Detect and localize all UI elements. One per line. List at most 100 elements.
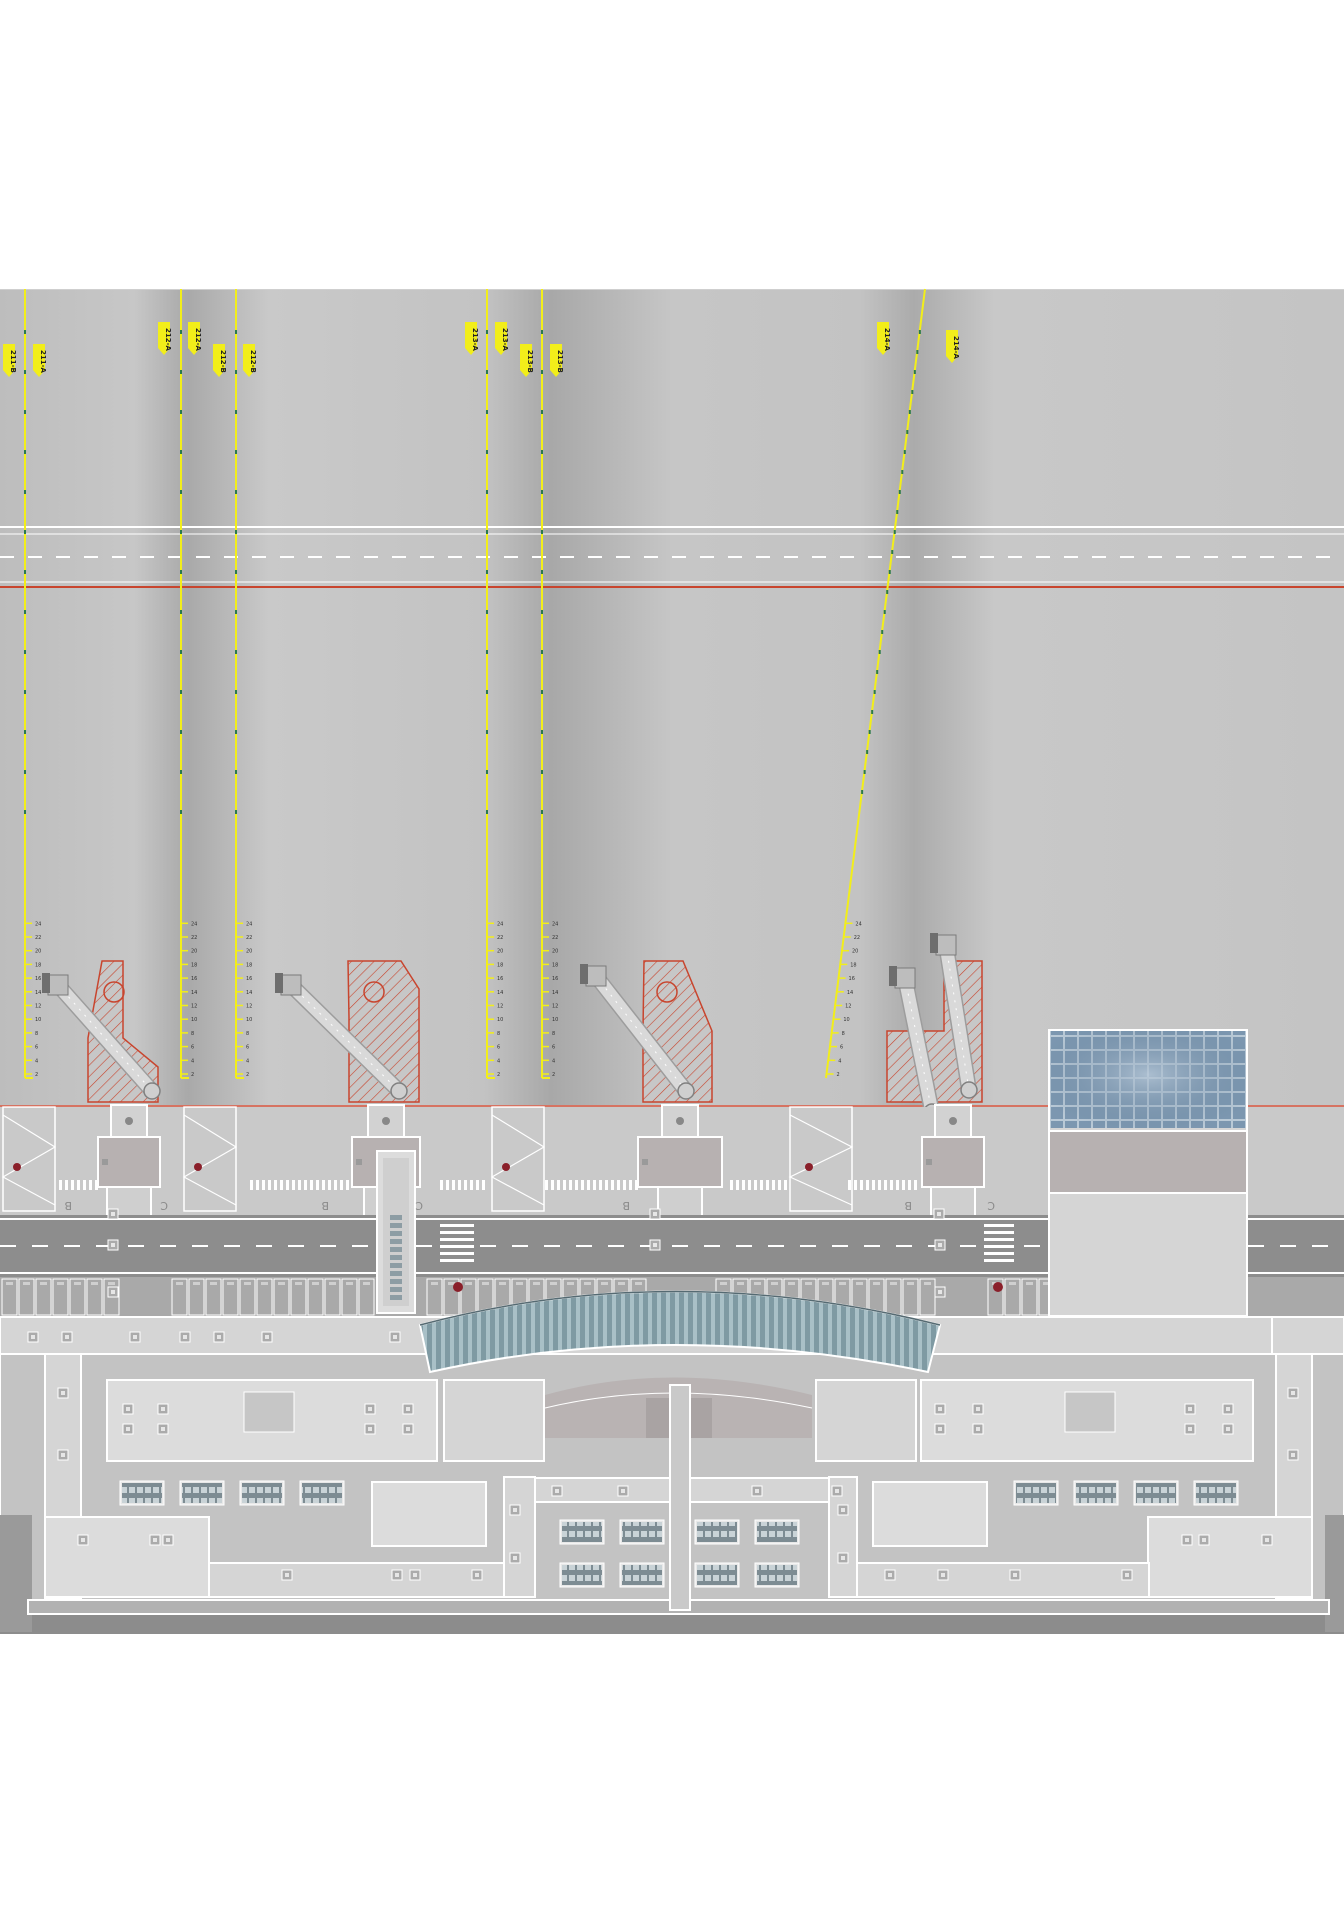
equipment-bay: [788, 1106, 854, 1212]
svg-text:212-A: 212-A: [194, 328, 202, 352]
parking-bay: [239, 1278, 256, 1316]
scale-tick-label: 22: [552, 935, 558, 941]
scale-tick-label: 2: [191, 1072, 194, 1078]
scale-tick-label: 10: [843, 1017, 849, 1023]
parking-bay: [188, 1278, 205, 1316]
scale-tick-label: 8: [35, 1031, 38, 1037]
svg-text:B: B: [321, 1199, 329, 1212]
scale-tick-label: 18: [191, 962, 197, 968]
hazard-marker: [194, 1163, 202, 1171]
scale-tick-label: 8: [552, 1031, 555, 1037]
svg-text:B: B: [622, 1199, 630, 1212]
parking-bay: [426, 1278, 443, 1316]
scale-tick-label: 8: [246, 1031, 249, 1037]
scale-tick-label: 18: [850, 962, 856, 968]
tag-213-A-left: 213-A: [465, 322, 479, 355]
scale-tick-label: 20: [246, 949, 252, 955]
scale-tick-label: 24: [191, 921, 197, 927]
solar-annex: [1048, 1029, 1344, 1355]
tag-213-B-left: 213-B: [520, 344, 534, 377]
parking-bay: [18, 1278, 35, 1316]
scale-tick-label: 4: [497, 1058, 500, 1064]
hazard-marker: [13, 1163, 21, 1171]
scale-tick-label: 8: [842, 1031, 845, 1037]
scale-tick-label: 22: [854, 935, 860, 941]
parking-bay: [443, 1278, 460, 1316]
scale-tick-label: 16: [246, 976, 252, 982]
svg-text:212-B: 212-B: [249, 350, 257, 373]
scale-tick-label: 24: [35, 921, 41, 927]
scale-tick-label: 8: [497, 1031, 500, 1037]
scale-tick-label: 10: [246, 1017, 252, 1023]
scale-tick-label: 10: [191, 1017, 197, 1023]
scale-tick-label: 18: [246, 962, 252, 968]
scale-tick-label: 12: [845, 1004, 851, 1010]
svg-text:C: C: [160, 1199, 168, 1212]
jet-bridge-211: [42, 973, 161, 1100]
parking-bay: [1021, 1278, 1038, 1316]
parking-bay: [358, 1278, 375, 1316]
scale-tick-label: 6: [35, 1045, 38, 1051]
scale-tick-label: 24: [552, 921, 558, 927]
scale-tick-label: 24: [855, 921, 861, 927]
svg-text:C: C: [415, 1199, 423, 1212]
scale-tick-label: 12: [552, 1004, 558, 1010]
parking-bay: [256, 1278, 273, 1316]
scale-tick-label: 20: [497, 949, 503, 955]
scale-tick-label: 22: [246, 935, 252, 941]
parking-bay: [341, 1278, 358, 1316]
parking-bay: [171, 1278, 188, 1316]
jet-bridge-214-b: [930, 933, 978, 1099]
scale-tick-label: 6: [497, 1045, 500, 1051]
svg-text:211-B: 211-B: [9, 350, 17, 373]
scale-tick-label: 4: [838, 1058, 841, 1064]
tag-213-B: 213-B: [550, 344, 564, 377]
svg-text:C: C: [987, 1199, 995, 1212]
parking-bay: [324, 1278, 341, 1316]
tag-211-B-left: 211-B: [3, 344, 17, 377]
scale-tick-label: 20: [191, 949, 197, 955]
terminal-canopy: [418, 1290, 942, 1374]
scale-tick-label: 2: [837, 1072, 840, 1078]
scale-tick-label: 14: [552, 990, 558, 996]
parking-bay: [307, 1278, 324, 1316]
scale-tick-label: 6: [246, 1045, 249, 1051]
jet-bridge-212: [275, 973, 408, 1100]
svg-text:213-A: 213-A: [471, 328, 479, 352]
scale-tick-label: 12: [191, 1004, 197, 1010]
parking-bay: [1, 1278, 18, 1316]
equipment-bay: [1, 1106, 57, 1212]
hazard-marker: [502, 1163, 510, 1171]
parking-bay: [222, 1278, 239, 1316]
parking-bay: [86, 1278, 103, 1316]
tag-211-A: 211-A: [33, 344, 47, 377]
crosswalks: [440, 1224, 1014, 1262]
scale-tick-label: 18: [35, 962, 41, 968]
svg-text:214-A: 214-A: [952, 336, 960, 360]
scale-tick-label: 22: [191, 935, 197, 941]
scale-tick-label: 24: [246, 921, 252, 927]
equipment-bay: [182, 1106, 238, 1212]
scale-tick-label: 20: [552, 949, 558, 955]
service-letters: B C B C B B C: [64, 1199, 995, 1212]
svg-text:214-A: 214-A: [883, 328, 891, 352]
scale-tick-label: 12: [497, 1004, 503, 1010]
svg-text:213-B: 213-B: [526, 350, 534, 373]
parking-bay: [987, 1278, 1004, 1316]
parking-bay: [103, 1278, 120, 1316]
scale-tick-label: 16: [35, 976, 41, 982]
svg-text:212-A: 212-A: [164, 328, 172, 352]
scale-tick-label: 10: [35, 1017, 41, 1023]
guideline-diagonal: [825, 288, 926, 1079]
tag-214-A-left: 214-A: [877, 322, 891, 355]
scale-tick-label: 2: [246, 1072, 249, 1078]
parking-bay: [205, 1278, 222, 1316]
jet-bridge-213: [580, 964, 695, 1100]
apron-border: [0, 289, 1344, 290]
scale-tick-label: 16: [191, 976, 197, 982]
parking-bay: [69, 1278, 86, 1316]
